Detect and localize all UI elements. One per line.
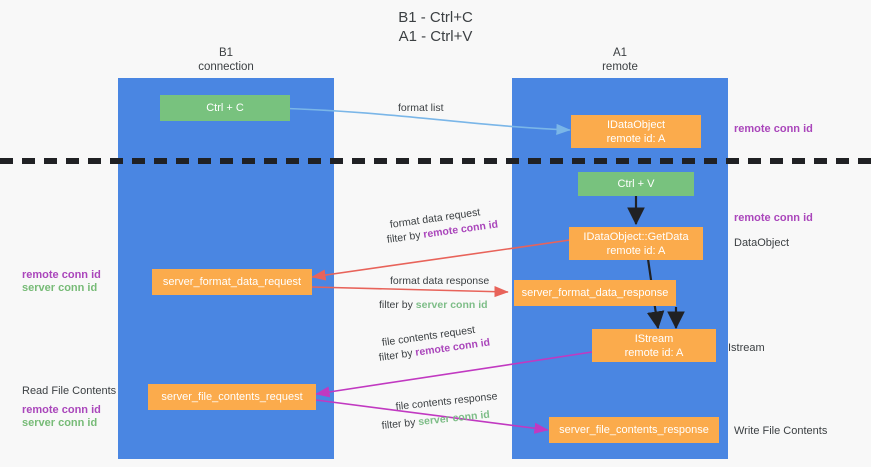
title-line-1: B1 - Ctrl+C	[398, 9, 473, 26]
node-ctrl-v-label: Ctrl + V	[617, 178, 655, 190]
left-annotation-read-file-contents: Read File Contents	[22, 385, 117, 397]
filter-prefix: filter by	[379, 299, 416, 311]
left-annotation-remote-conn-id-2: remote conn id	[22, 404, 101, 416]
arrow-file-contents-request	[315, 351, 593, 398]
node-ctrl-v[interactable]: Ctrl + V	[578, 172, 694, 196]
node-getdata-label: IDataObject::GetData	[583, 230, 689, 243]
node-istream-label: IStream	[634, 332, 674, 345]
left-annotation-server-conn-id-2: server conn id	[22, 417, 98, 429]
node-server-format-data-response-label: server_format_data_response	[521, 287, 669, 299]
edge-label-format-list: format list	[398, 102, 444, 114]
right-annotation-remote-conn-id-top: remote conn id	[734, 123, 813, 135]
node-ctrl-c-label: Ctrl + C	[206, 102, 244, 114]
title-line-2: A1 - Ctrl+V	[398, 28, 473, 45]
node-server-file-contents-response-label: server_file_contents_response	[559, 424, 709, 436]
right-annotation-istream: Istream	[728, 342, 765, 354]
column-header-a1-name: A1	[612, 47, 628, 59]
node-istream[interactable]: IStream remote id: A	[592, 329, 716, 362]
right-annotation-remote-conn-id-mid: remote conn id	[734, 212, 813, 224]
column-header-a1: A1 remote	[512, 46, 728, 74]
column-header-b1-sub: connection	[198, 61, 254, 73]
arrow-format-data-request	[311, 239, 571, 281]
filter-prefix: filter by	[381, 416, 419, 432]
node-getdata-remote-id: remote id: A	[606, 244, 666, 257]
arrow-format-data-response	[311, 286, 509, 298]
node-server-file-contents-request[interactable]: server_file_contents_request	[148, 384, 316, 410]
node-server-file-contents-response[interactable]: server_file_contents_response	[549, 417, 719, 443]
node-idataobject-remote-id: remote id: A	[606, 132, 666, 145]
node-idataobject[interactable]: IDataObject remote id: A	[571, 115, 701, 148]
left-annotation-server-conn-id: server conn id	[22, 282, 98, 294]
node-server-format-data-response[interactable]: server_format_data_response	[514, 280, 676, 306]
node-server-format-data-request-label: server_format_data_request	[162, 276, 302, 288]
node-idataobject-label: IDataObject	[606, 118, 666, 131]
right-annotation-write-file-contents: Write File Contents	[734, 425, 828, 437]
node-istream-remote-id: remote id: A	[624, 346, 684, 359]
column-header-b1: B1 connection	[118, 46, 334, 74]
column-header-a1-sub: remote	[602, 61, 638, 73]
edge-label-format-data-response: format data response	[390, 275, 490, 287]
node-server-format-data-request[interactable]: server_format_data_request	[152, 269, 312, 295]
arrow-file-contents-response	[315, 399, 549, 434]
column-header-b1-name: B1	[218, 47, 234, 59]
left-annotation-remote-conn-id: remote conn id	[22, 269, 101, 281]
node-getdata[interactable]: IDataObject::GetData remote id: A	[569, 227, 703, 260]
filter-key-server-conn-id: server conn id	[415, 299, 488, 311]
node-server-file-contents-request-label: server_file_contents_request	[161, 391, 303, 403]
node-ctrl-c[interactable]: Ctrl + C	[160, 95, 290, 121]
edge-label-format-data-response-filter: filter by server conn id	[379, 298, 488, 312]
arrow-format-list	[273, 107, 571, 136]
diagram-title: B1 - Ctrl+C A1 - Ctrl+V	[0, 8, 871, 46]
right-annotation-data-object: DataObject	[734, 237, 790, 249]
